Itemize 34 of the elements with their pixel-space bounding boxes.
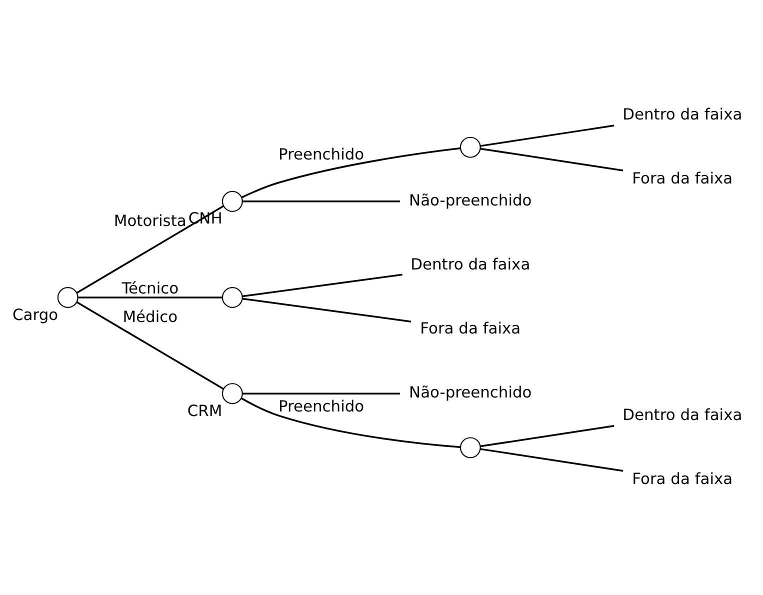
node-circle [57, 287, 78, 308]
node-text: Fora da faixa [420, 320, 521, 338]
node-circle [222, 190, 243, 212]
node-text: Dentro da faixa [410, 256, 530, 274]
connector [76, 301, 224, 390]
node-circle [222, 287, 243, 308]
connector [240, 397, 460, 448]
node-text: Não-preenchido [409, 384, 532, 402]
node-label: CRM [187, 402, 222, 420]
connector [480, 425, 614, 448]
node-text: Dentro da faixa [622, 406, 742, 424]
node-circle [222, 383, 243, 404]
connector [242, 392, 400, 394]
edge-label: Preenchido [278, 146, 364, 164]
node-text: Não-preenchido [409, 192, 532, 210]
node-label: Cargo [12, 306, 58, 324]
connector [480, 148, 624, 172]
edge-label: Motorista [114, 212, 186, 230]
connector [241, 147, 460, 198]
node-text: Fora da faixa [632, 169, 733, 188]
node-circle [460, 437, 481, 458]
edge-label: Técnico [122, 279, 179, 298]
connector [480, 124, 614, 147]
node-text: Dentro da faixa [622, 105, 742, 124]
connector [76, 205, 224, 294]
connector [78, 296, 222, 298]
connector [242, 298, 412, 322]
node-text: Fora da faixa [632, 470, 733, 488]
connector [480, 448, 624, 472]
node-circle [460, 136, 481, 158]
edge-label: Médico [122, 308, 178, 326]
connector [242, 200, 400, 202]
connector [242, 274, 402, 298]
edge-label: Preenchido [278, 397, 364, 416]
